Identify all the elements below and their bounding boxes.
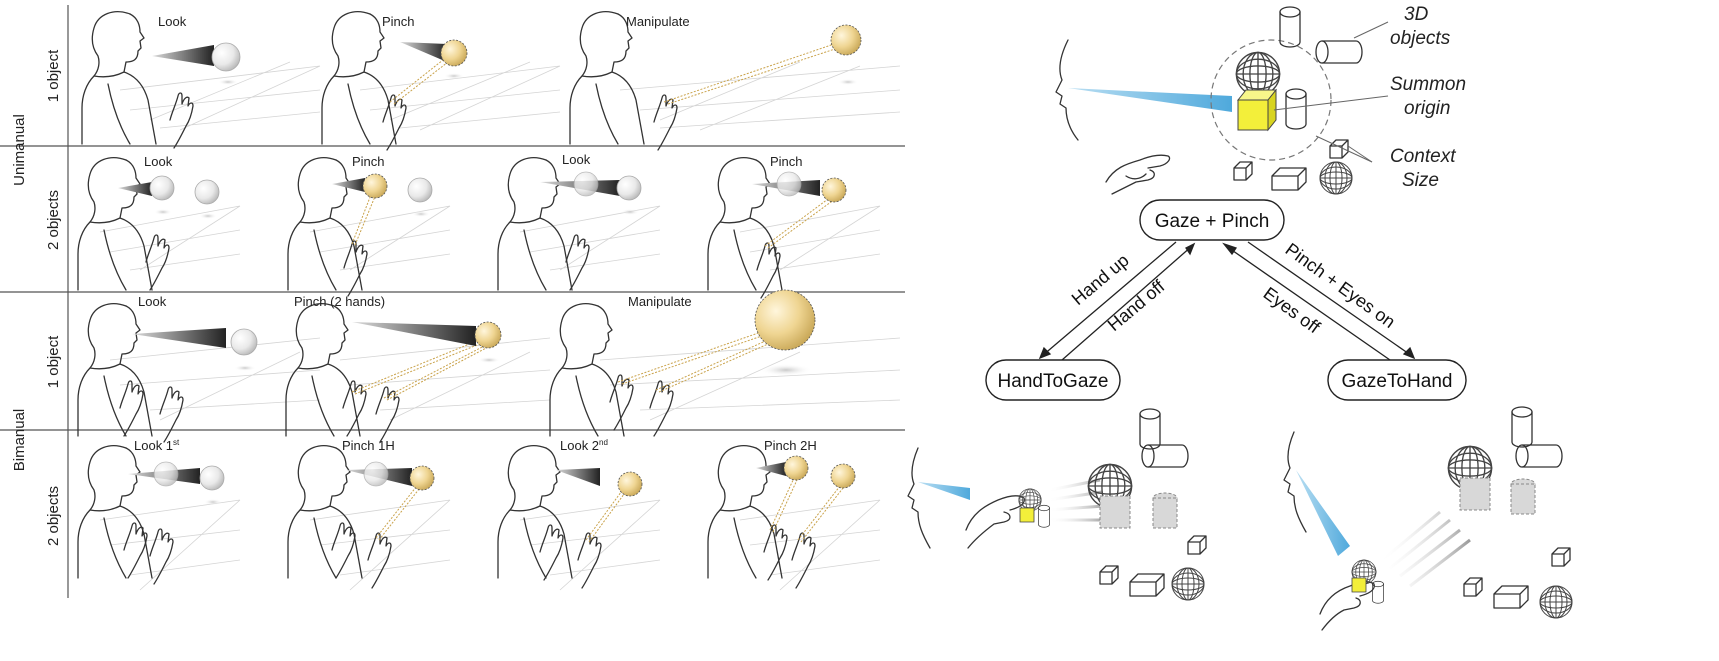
panel-label: Look <box>562 152 591 167</box>
panel-row1-pinch: Pinch <box>321 11 561 151</box>
panel-row4-look-2nd: Look 2nd <box>497 438 661 591</box>
panel-label: Look <box>158 14 187 29</box>
panel-row4-pinch-1h: Pinch 1H <box>287 438 451 591</box>
panel-row4-pinch-2h: Pinch 2H <box>707 438 881 591</box>
group-label-unimanual: Unimanual <box>11 114 28 186</box>
row-label-bimanual-2-objects: 2 objects <box>45 486 62 546</box>
summon-scene: 3D objects Summon origin Context Size <box>1055 4 1466 195</box>
row-label-unimanual-2-objects: 2 objects <box>45 190 62 250</box>
row-label-unimanual-1-object: 1 object <box>45 49 62 102</box>
panel-label: Look 1st <box>134 438 180 453</box>
summon-origin-cube-icon <box>1236 88 1278 132</box>
panel-label: Pinch <box>770 154 803 169</box>
svg-text:GazeToHand: GazeToHand <box>1342 371 1453 392</box>
annotation-context-size: Size <box>1402 170 1439 191</box>
transition-hand-off: Hand off <box>1104 276 1169 335</box>
panel-label: Manipulate <box>628 294 692 309</box>
group-label-bimanual: Bimanual <box>11 409 28 472</box>
panel-row1-look: Look <box>81 11 321 149</box>
row-label-bimanual-1-object: 1 object <box>45 335 62 388</box>
panel-row4-look-1st: Look 1st <box>77 438 241 591</box>
panel-label: Pinch <box>352 154 385 169</box>
panel-row2-look-b: Look <box>497 152 661 291</box>
hand-to-gaze-scene <box>907 408 1207 601</box>
annotation-3d-objects: objects <box>1390 28 1451 49</box>
panel-row2-look-a: Look <box>77 154 241 291</box>
panel-label: Look 2nd <box>560 438 608 453</box>
state-gaze-pinch: Gaze + Pinch <box>1139 199 1285 241</box>
panel-label: Manipulate <box>626 14 690 29</box>
transition-arrows <box>1038 241 1416 361</box>
panel-label: Look <box>138 294 167 309</box>
annotation-summon-origin: origin <box>1404 98 1450 119</box>
annotation-summon-origin: Summon <box>1390 74 1466 95</box>
panel-row3-pinch: Pinch (2 hands) <box>285 294 551 443</box>
panel-row1-manipulate: Manipulate <box>569 11 901 151</box>
panel-label: Pinch 2H <box>764 438 817 453</box>
state-gaze-to-hand: GazeToHand <box>1327 359 1467 401</box>
transition-hand-up: Hand up <box>1068 250 1133 309</box>
panel-row3-look: Look <box>77 294 321 443</box>
panel-label: Pinch 1H <box>342 438 395 453</box>
state-diagram: 3D objects Summon origin Context Size Ga… <box>907 4 1573 631</box>
svg-text:Gaze + Pinch: Gaze + Pinch <box>1155 211 1270 232</box>
gaze-to-hand-scene <box>1283 406 1573 631</box>
state-hand-to-gaze: HandToGaze <box>985 359 1121 401</box>
panel-row2-pinch-b: Pinch <box>707 154 881 299</box>
annotation-3d-objects: 3D <box>1404 4 1429 25</box>
panel-label: Pinch <box>382 14 415 29</box>
panel-row3-manipulate: Manipulate <box>549 289 901 437</box>
panel-row2-pinch-a: Pinch <box>287 154 451 297</box>
panel-label: Pinch (2 hands) <box>294 294 385 309</box>
interaction-grid: Unimanual Bimanual 1 object 2 objects 1 … <box>0 5 905 598</box>
panel-label: Look <box>144 154 173 169</box>
svg-text:HandToGaze: HandToGaze <box>998 371 1109 392</box>
annotation-context-size: Context <box>1390 146 1456 167</box>
